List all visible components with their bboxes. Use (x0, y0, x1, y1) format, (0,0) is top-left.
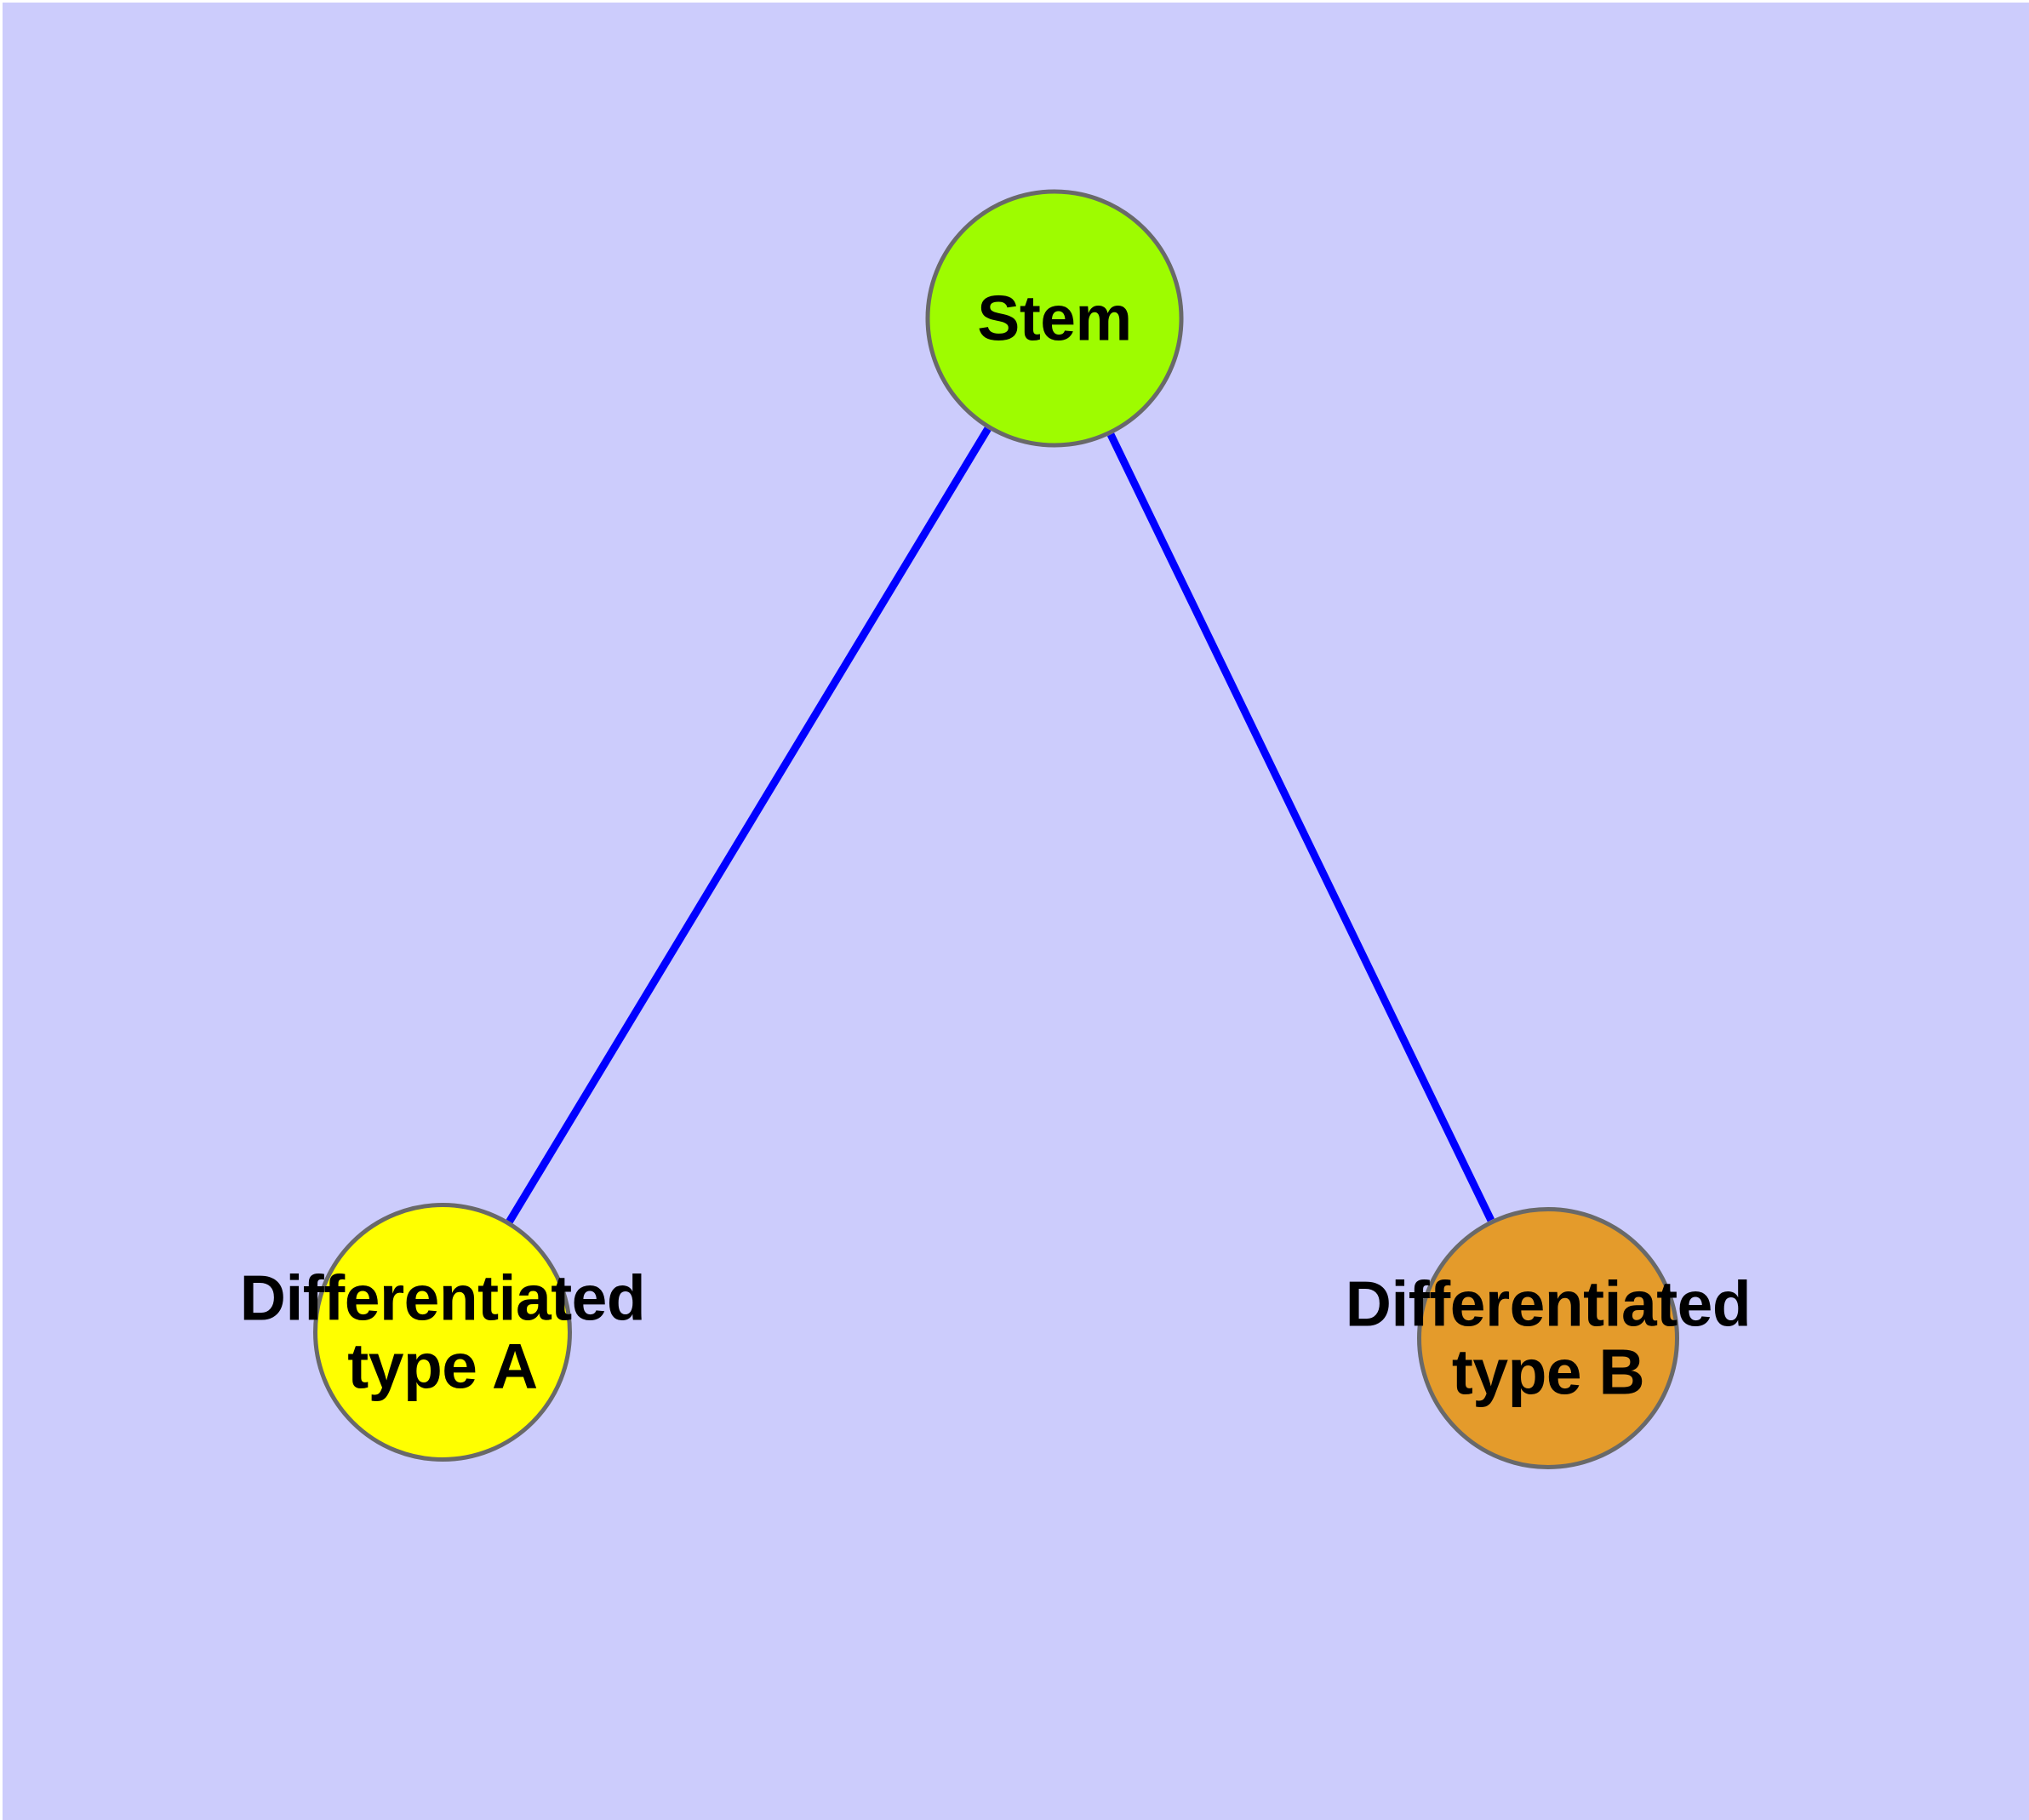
node-differentiated-type-a[interactable] (313, 1203, 572, 1462)
edge-stem-to-differentiated-type-a[interactable] (506, 426, 992, 1224)
edge-stem-to-differentiated-type-b[interactable] (1106, 432, 1495, 1222)
edge-layer (506, 426, 1495, 1224)
node-differentiated-type-b[interactable] (1417, 1207, 1679, 1469)
node-layer (313, 189, 1679, 1469)
node-stem[interactable] (925, 189, 1184, 448)
